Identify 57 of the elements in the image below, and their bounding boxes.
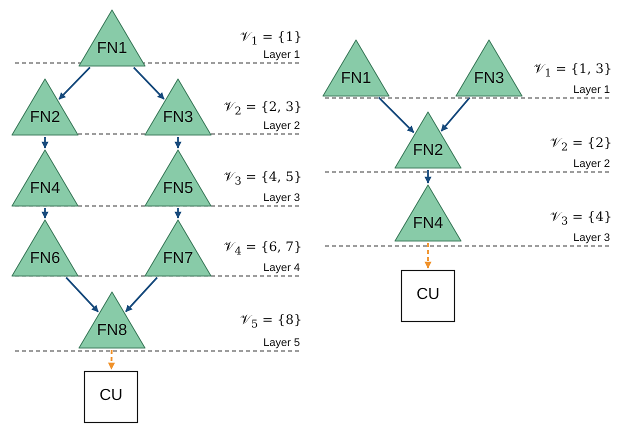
- arrow: [58, 66, 91, 100]
- set-formula: 𝒱$_{3}$ = {4, 5}: [224, 170, 302, 188]
- node-label: FN7: [162, 250, 194, 268]
- node-label: FN5: [162, 180, 194, 198]
- node-label: FN3: [472, 70, 506, 88]
- layer-label: Layer 5: [263, 337, 300, 349]
- triangle-node: [79, 292, 145, 348]
- triangle-node: [12, 79, 78, 135]
- arrow: [125, 276, 158, 312]
- arrow: [133, 66, 165, 100]
- set-formula: 𝒱$_{5}$ = {8}: [240, 313, 302, 331]
- arrow: [174, 137, 182, 149]
- node-label: FN2: [412, 142, 444, 160]
- process-box: [84, 371, 138, 423]
- layer-label: Layer 2: [263, 120, 300, 132]
- set-formula: 𝒱$_{1}$ = {1, 3}: [534, 62, 612, 80]
- arrow: [108, 350, 115, 370]
- triangle-node: [145, 150, 211, 206]
- set-formula: 𝒱$_{2}$ = {2, 3}: [224, 100, 302, 118]
- triangle-node: [12, 150, 78, 206]
- arrow: [378, 96, 414, 134]
- triangle-node: [145, 79, 211, 135]
- layer-label: Layer 3: [263, 192, 300, 204]
- layer-label: Layer 4: [263, 262, 300, 274]
- node-label: FN1: [96, 40, 128, 58]
- layer-label: Layer 2: [573, 158, 610, 170]
- triangle-node: [79, 10, 145, 66]
- layer-label: Layer 1: [263, 49, 300, 61]
- triangle-node: [456, 40, 522, 96]
- arrow: [42, 208, 48, 219]
- set-formula: 𝒱$_{4}$ = {6, 7}: [224, 240, 302, 258]
- layer-label: Layer 3: [573, 232, 610, 244]
- layer-label: Layer 1: [573, 84, 610, 96]
- node-label: FN8: [96, 322, 128, 340]
- triangle-node: [323, 40, 389, 96]
- arrow: [174, 208, 182, 219]
- triangle-node: [145, 220, 211, 276]
- arrow: [440, 96, 470, 132]
- arrow: [66, 276, 99, 312]
- node-label: FN4: [28, 180, 62, 198]
- process-box: [401, 270, 455, 322]
- node-label: FN3: [162, 109, 194, 127]
- arrow: [424, 170, 432, 184]
- node-label: FN4: [412, 215, 444, 233]
- node-label: FN1: [340, 70, 372, 88]
- node-label: CU: [415, 286, 441, 304]
- node-label: FN2: [28, 109, 62, 127]
- set-formula: 𝒱$_{3}$ = {4}: [550, 210, 612, 228]
- node-label: CU: [98, 387, 124, 405]
- set-formula: 𝒱$_{2}$ = {2}: [550, 136, 612, 154]
- arrow: [42, 137, 48, 149]
- triangle-node: [395, 185, 461, 241]
- node-label: FN6: [28, 250, 62, 268]
- arrow: [424, 243, 432, 269]
- triangle-node: [12, 220, 78, 276]
- triangle-node: [395, 112, 461, 168]
- set-formula: 𝒱$_{1}$ = {1}: [240, 30, 302, 48]
